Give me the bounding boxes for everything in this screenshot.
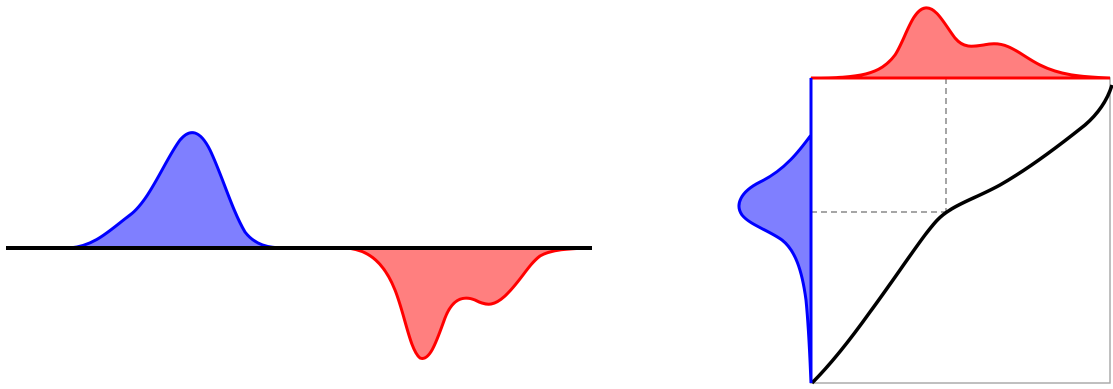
target-density-top	[810, 6, 1111, 80]
transport-map-curve	[810, 84, 1113, 385]
source-density-side	[737, 130, 813, 384]
right-panel	[737, 6, 1113, 385]
plot-frame	[810, 77, 1111, 384]
source-density-left	[69, 131, 286, 250]
target-density-left	[344, 246, 586, 360]
left-panel	[6, 131, 592, 360]
